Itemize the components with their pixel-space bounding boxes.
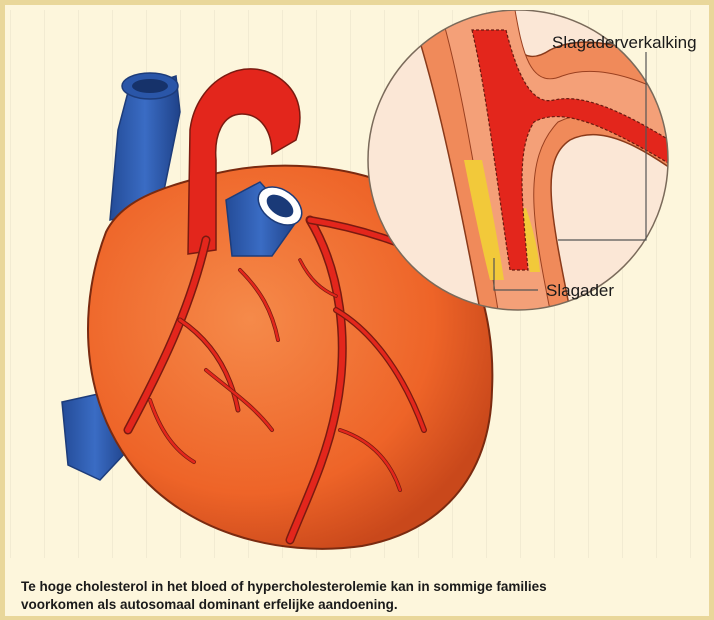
label-atherosclerosis: Slagaderverkalking [552,33,697,52]
heart-illustration: Slagaderverkalking Slagader [10,10,714,558]
label-artery: Slagader [546,281,614,300]
figure-caption: Te hoge cholesterol in het bloed of hype… [21,578,701,614]
caption-line-2: voorkomen als autosomaal dominant erfeli… [21,596,701,614]
caption-line-1: Te hoge cholesterol in het bloed of hype… [21,578,701,596]
